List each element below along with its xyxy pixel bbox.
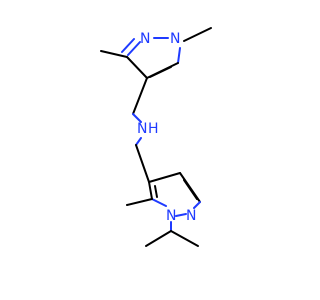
- atom-n-top-right: N: [170, 31, 180, 47]
- atom-h-amine: H: [148, 121, 159, 137]
- bond: [132, 77, 148, 115]
- bond: [126, 198, 153, 206]
- bond: [183, 27, 212, 42]
- molecule-structure: N N N H N N: [100, 27, 212, 247]
- bond: [170, 230, 199, 247]
- bond: [154, 185, 158, 198]
- bond: [121, 38, 135, 53]
- bond: [132, 113, 142, 123]
- bond: [177, 47, 181, 64]
- bond: [149, 66, 172, 78]
- bond: [151, 198, 167, 207]
- bond: [148, 172, 181, 183]
- atom-n-bottom-right: N: [186, 208, 196, 224]
- bond: [193, 201, 201, 209]
- bond: [183, 179, 198, 200]
- bond: [135, 137, 142, 146]
- bond: [148, 181, 153, 200]
- bond: [145, 230, 172, 247]
- atom-n-secondary-amine: N: [137, 121, 147, 137]
- molecule-canvas: N N N H N N: [100, 27, 212, 247]
- atom-n-top-left: N: [140, 31, 150, 47]
- bond: [126, 56, 148, 79]
- bond: [175, 213, 187, 217]
- atom-n-bottom-left: N: [166, 208, 176, 224]
- bond: [100, 50, 128, 58]
- bond: [135, 144, 150, 183]
- bond: [127, 41, 141, 56]
